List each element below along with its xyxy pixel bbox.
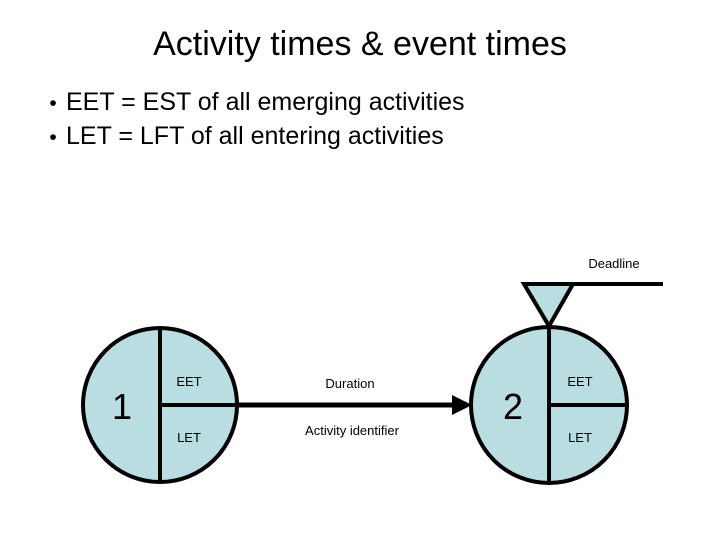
deadline-label: Deadline <box>588 256 639 271</box>
list-item: • LET = LFT of all entering activities <box>40 120 680 154</box>
node-2-eet-label: EET <box>567 374 592 389</box>
bullet-marker-icon: • <box>49 126 57 149</box>
bullet-list: • EET = EST of all emerging activities •… <box>40 86 680 154</box>
activity-arrow <box>230 395 472 415</box>
network-node-1[interactable]: 1 EET LET <box>81 326 239 484</box>
node-1-number: 1 <box>112 386 132 427</box>
activity-arrow-head-icon <box>452 395 472 415</box>
edge-duration-label: Duration <box>325 376 374 391</box>
bullet-marker-icon: • <box>49 92 57 115</box>
page-title: Activity times & event times <box>153 25 567 63</box>
node-2-number: 2 <box>503 386 523 427</box>
node-1-let-label: LET <box>177 430 201 445</box>
bullet-text: EET = EST of all emerging activities <box>66 88 465 116</box>
deadline-marker <box>520 282 663 330</box>
node-1-eet-label: EET <box>176 374 201 389</box>
list-item: • EET = EST of all emerging activities <box>40 86 680 120</box>
bullet-text: LET = LFT of all entering activities <box>66 122 444 150</box>
edge-activity-identifier-label: Activity identifier <box>305 423 400 438</box>
node-2-let-label: LET <box>568 430 592 445</box>
deadline-triangle-icon <box>520 282 577 330</box>
network-node-2[interactable]: 2 EET LET <box>469 325 629 485</box>
